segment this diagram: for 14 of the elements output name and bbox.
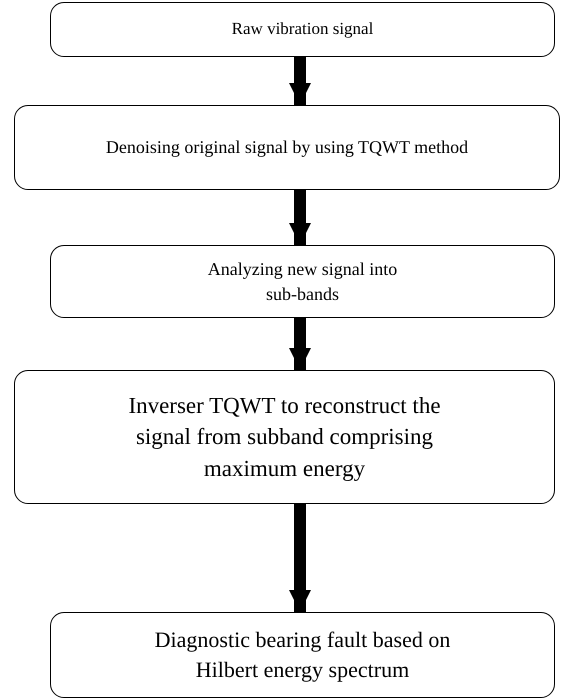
- step-text: Inverser TQWT to reconstruct the signal from subband comprising maximum energy: [127, 392, 442, 483]
- process-box: [14, 105, 560, 190]
- arrow: [289, 318, 311, 370]
- process-box: [50, 245, 555, 318]
- process-box: [14, 370, 555, 504]
- step-text: Diagnostic bearing fault based on Hilbert energy spectrum: [154, 626, 452, 684]
- step-text: Raw vibration signal: [232, 18, 374, 40]
- arrow: [289, 57, 311, 105]
- process-box: [50, 2, 555, 57]
- arrow: [289, 504, 311, 612]
- arrow: [289, 190, 311, 245]
- step-text: Analyzing new signal into sub-bands: [206, 258, 398, 306]
- step-text: Denoising original signal by using TQWT method: [106, 136, 468, 160]
- process-box: [50, 612, 555, 698]
